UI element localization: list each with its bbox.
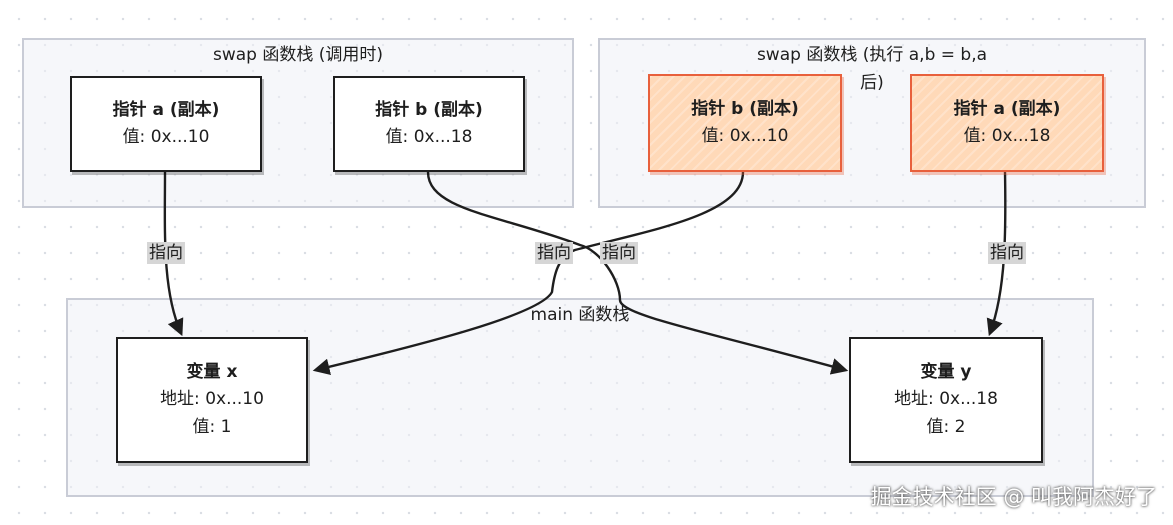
edge-label: 指向: [535, 242, 573, 264]
pointer-a-copy-swapped-node[interactable]: 指针 a (副本) 值: 0x...18: [910, 74, 1104, 172]
frame-title-line2: 后): [860, 73, 884, 93]
node-value: 值: 0x...10: [701, 126, 789, 146]
pointer-a-copy-node[interactable]: 指针 a (副本) 值: 0x...10: [70, 76, 262, 172]
node-address: 地址: 0x...10: [160, 389, 264, 409]
pointer-b-copy-node[interactable]: 指针 b (副本) 值: 0x...18: [333, 76, 525, 172]
edge-right-b-to-x: [312, 171, 745, 376]
frame-title-line1: swap 函数栈 (执行 a,b = b,a: [756, 45, 988, 65]
edge-label: 指向: [147, 242, 185, 264]
variable-x-node[interactable]: 变量 x 地址: 0x...10 值: 1: [116, 337, 308, 463]
node-value: 值: 0x...10: [122, 127, 210, 147]
node-address: 地址: 0x...18: [894, 389, 998, 409]
frame-title: main 函数栈: [530, 305, 630, 325]
edge-left-b-to-y: [426, 171, 849, 375]
node-title: 指针 b (副本): [375, 100, 483, 120]
node-title: 变量 x: [186, 362, 238, 382]
frame-title: swap 函数栈 (调用时): [212, 45, 384, 65]
node-value: 值: 2: [926, 417, 966, 437]
edge-label: 指向: [988, 242, 1026, 264]
variable-y-node[interactable]: 变量 y 地址: 0x...18 值: 2: [849, 337, 1043, 463]
node-title: 指针 b (副本): [691, 99, 799, 119]
node-value: 值: 0x...18: [963, 126, 1051, 146]
node-title: 变量 y: [920, 362, 972, 382]
watermark: 掘金技术社区 @ 叫我阿杰好了: [870, 485, 1157, 509]
node-value: 值: 0x...18: [385, 127, 473, 147]
pointer-b-copy-swapped-node[interactable]: 指针 b (副本) 值: 0x...10: [648, 74, 842, 172]
node-value: 值: 1: [192, 417, 232, 437]
node-title: 指针 a (副本): [112, 100, 220, 120]
node-title: 指针 a (副本): [953, 99, 1061, 119]
edge-label: 指向: [600, 242, 638, 264]
